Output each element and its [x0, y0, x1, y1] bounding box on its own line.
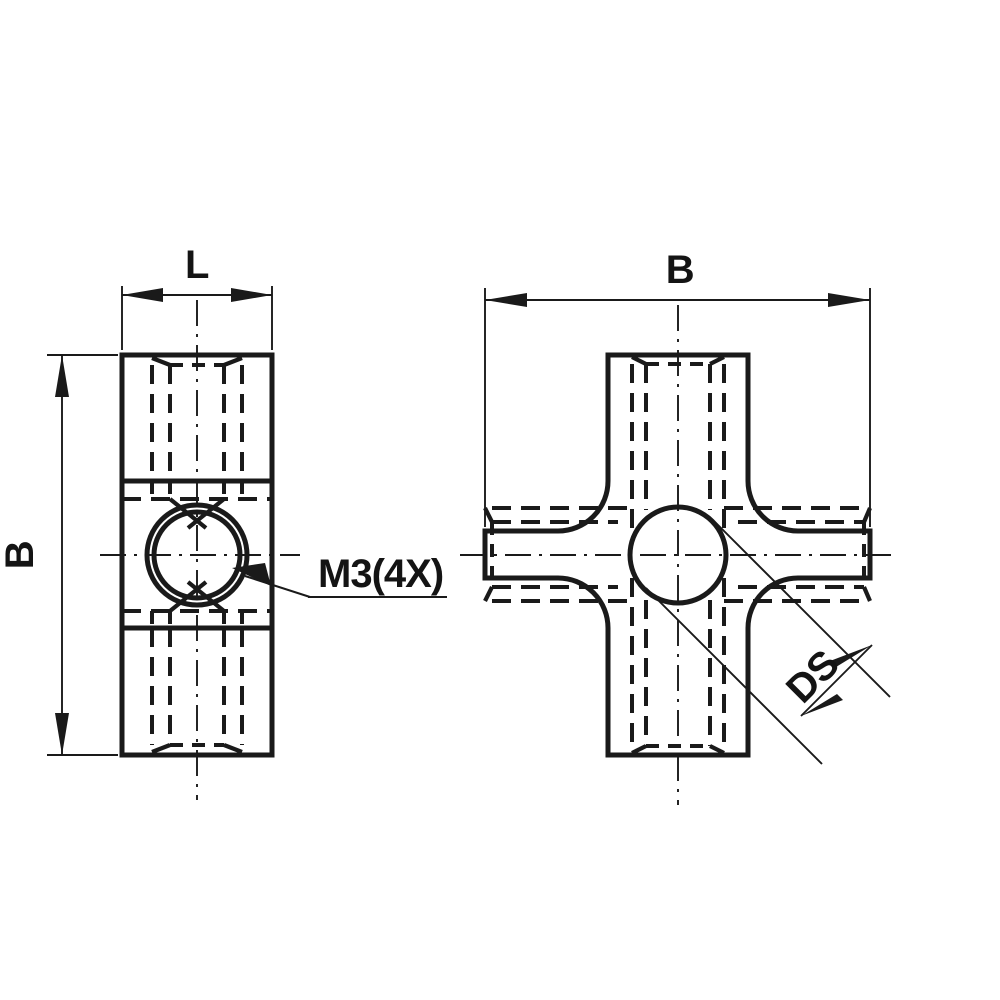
- dimension-B-vertical-arrow-bottom: [55, 713, 69, 755]
- front-view-bottom-chamfer-right: [709, 744, 725, 755]
- front-view-left-chamfer-top: [483, 507, 494, 523]
- side-view-group: [100, 300, 300, 800]
- dimension-DS-line: [800, 644, 873, 717]
- side-view-thread-outer-circle: [144, 502, 250, 608]
- dimension-B-vertical-arrow-top: [55, 355, 69, 397]
- dimension-B-horizontal-arrow-left: [485, 293, 527, 307]
- side-view-top-chamfer-left: [151, 356, 171, 367]
- front-view-center-bore-circle: [627, 504, 729, 606]
- side-view-outline: [119, 352, 275, 758]
- dimension-DS-arrow-upper: [830, 645, 872, 667]
- front-view-cross-outline: [482, 352, 873, 758]
- dimension-L-arrow-left: [122, 288, 163, 302]
- dimension-B-vertical: B: [0, 354, 118, 756]
- dimension-B-horizontal: B: [484, 248, 871, 527]
- side-view-bottom-chamfer-left: [151, 743, 171, 754]
- side-view-thread-inner-circle: [151, 509, 243, 601]
- side-view-top-chamfer-right: [223, 356, 243, 367]
- thread-callout-label: M3(4X): [318, 552, 443, 596]
- dimension-DS-ext-lower: [645, 587, 823, 765]
- dimension-B-horizontal-label: B: [666, 248, 694, 292]
- dimension-B-horizontal-arrow-right: [828, 293, 870, 307]
- front-view-left-chamfer-bottom: [483, 586, 494, 602]
- dimension-L: L: [121, 243, 273, 350]
- dimension-B-vertical-label: B: [0, 541, 42, 569]
- thread-callout-leader: [244, 575, 311, 598]
- dimension-DS-ext-upper: [712, 519, 891, 698]
- dimension-DS-arrow-lower: [801, 694, 843, 716]
- front-view-group: [460, 305, 898, 805]
- front-view-top-chamfer-right: [709, 355, 725, 366]
- side-view-bottom-chamfer-right: [223, 743, 243, 754]
- front-view-right-chamfer-top: [862, 507, 872, 523]
- dimension-L-arrow-right: [231, 288, 272, 302]
- front-view-top-chamfer-left: [631, 355, 647, 366]
- thread-callout-group: M3(4X): [232, 552, 447, 598]
- dimension-DS: DS: [645, 519, 891, 765]
- thread-callout-arrowhead: [232, 563, 271, 586]
- front-view-right-chamfer-bottom: [862, 586, 872, 602]
- dimension-L-label: L: [185, 243, 209, 287]
- front-view-bottom-chamfer-left: [631, 744, 647, 755]
